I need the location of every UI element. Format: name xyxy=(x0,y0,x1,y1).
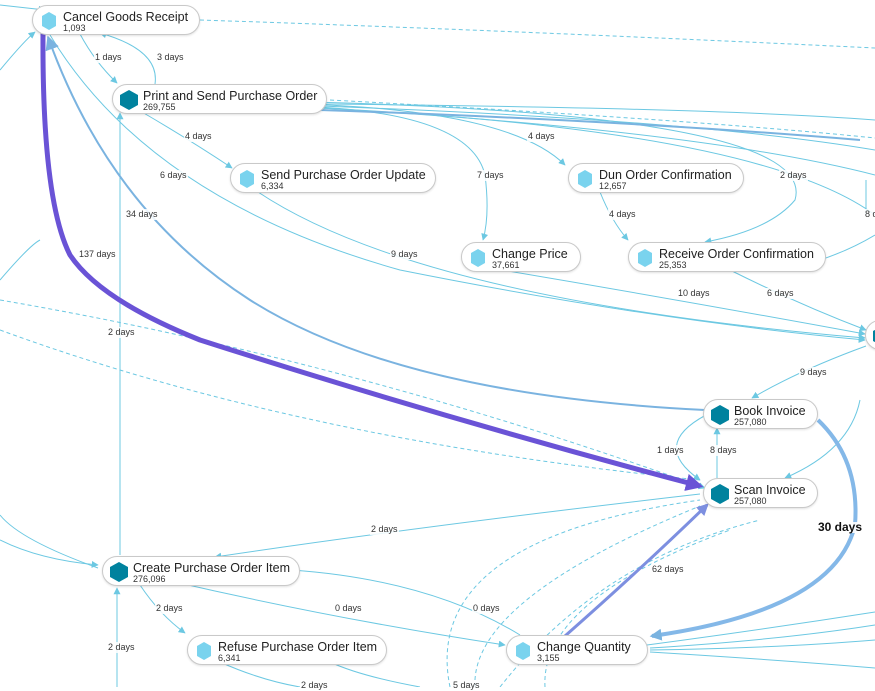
edge-label: 1 days xyxy=(656,445,685,456)
hexagon-light-icon xyxy=(240,170,254,188)
node-count: 6,334 xyxy=(261,181,284,191)
edge-label: 2 days xyxy=(107,642,136,653)
edge-cgr-to-right[interactable] xyxy=(199,19,875,49)
node-count: 1,093 xyxy=(63,23,86,33)
edge-cp-to-inv[interactable] xyxy=(489,267,866,337)
edge-label: 2 days xyxy=(300,680,329,691)
edge-label: 4 days xyxy=(608,209,637,220)
hexagon-dark-icon xyxy=(711,405,729,425)
edge-label-emphasized: 30 days xyxy=(817,520,864,534)
edge-label: 0 days xyxy=(334,603,363,614)
edge-label: 2 days xyxy=(779,170,808,181)
node-count: 6,341 xyxy=(218,653,241,663)
hexagon-light-icon xyxy=(42,12,56,30)
edge-label: 9 days xyxy=(390,249,419,260)
edge-label: 5 days xyxy=(452,680,481,691)
node-dun-order-confirmation[interactable]: Dun Order Confirmation 12,657 xyxy=(568,163,744,193)
node-label: Refuse Purchase Order Item xyxy=(218,640,378,654)
hexagon-dark-icon xyxy=(120,90,138,110)
hexagon-dark-icon xyxy=(711,484,729,504)
node-send-purchase-order-update[interactable]: Send Purchase Order Update 6,334 xyxy=(230,163,436,193)
edge-label: 137 days xyxy=(78,249,117,260)
edge-cq-to-scan-62days[interactable] xyxy=(564,503,709,638)
node-count: 37,661 xyxy=(492,260,520,270)
edge-cgr-6days[interactable] xyxy=(49,34,866,343)
node-label: Dun Order Confirmation xyxy=(599,168,732,182)
node-count: 257,080 xyxy=(734,417,767,427)
edge-label: 0 days xyxy=(472,603,501,614)
edge-pspo-to-roc[interactable] xyxy=(309,101,797,245)
edge-label: 6 days xyxy=(159,170,188,181)
node-book-invoice[interactable]: Book Invoice 257,080 xyxy=(703,399,818,429)
node-label: Print and Send Purchase Order xyxy=(143,89,318,103)
node-label: Change Quantity xyxy=(537,640,631,654)
node-label: Book Invoice xyxy=(734,404,806,418)
hexagon-light-icon xyxy=(516,642,530,660)
edges-medium xyxy=(45,35,861,411)
node-create-purchase-order-item[interactable]: Create Purchase Order Item 276,096 xyxy=(102,556,300,586)
hexagon-light-icon xyxy=(578,170,592,188)
node-label: Send Purchase Order Update xyxy=(261,168,426,182)
node-count: 276,096 xyxy=(133,574,166,584)
edge-book-to-cgr[interactable] xyxy=(45,35,706,411)
edge-label: 10 days xyxy=(677,288,711,299)
node-scan-invoice[interactable]: Scan Invoice 257,080 xyxy=(703,478,818,508)
hexagon-dark-icon xyxy=(110,562,128,582)
node-count: 25,353 xyxy=(659,260,687,270)
edge-label: 4 days xyxy=(527,131,556,142)
edge-scan-to-cpoi[interactable] xyxy=(214,493,701,560)
edge-roc-to-inv[interactable] xyxy=(729,269,867,332)
edge-pspo-to-doc[interactable] xyxy=(299,103,566,166)
edge-label: 2 days xyxy=(155,603,184,614)
node-receive-order-confirmation[interactable]: Receive Order Confirmation 25,353 xyxy=(628,242,826,272)
node-count: 257,080 xyxy=(734,496,767,506)
edge-pspo-to-right-2[interactable] xyxy=(319,107,875,216)
node-count: 269,755 xyxy=(143,102,176,112)
node-print-send-purchase-order[interactable]: Print and Send Purchase Order 269,755 xyxy=(112,84,327,114)
edge-label: 62 days xyxy=(651,564,685,575)
node-count: 12,657 xyxy=(599,181,627,191)
node-change-price[interactable]: Change Price 37,661 xyxy=(461,242,581,272)
edge-pspo-to-cgr[interactable] xyxy=(99,31,156,85)
edge-cpoi-to-cq[interactable] xyxy=(174,581,506,648)
edge-label: 2 days xyxy=(370,524,399,535)
edge-book-to-cq-30days[interactable] xyxy=(649,418,858,641)
hexagon-light-icon xyxy=(197,642,211,660)
node-label: Scan Invoice xyxy=(734,483,806,497)
edge-label: 7 days xyxy=(476,170,505,181)
edge-label: 34 days xyxy=(125,209,159,220)
node-count: 3,155 xyxy=(537,653,560,663)
node-label: Cancel Goods Receipt xyxy=(63,10,189,24)
edge-label: 1 days xyxy=(94,52,123,63)
node-refuse-purchase-order-item[interactable]: Refuse Purchase Order Item 6,341 xyxy=(187,635,387,665)
edge-label: 6 days xyxy=(766,288,795,299)
hexagon-light-icon xyxy=(638,249,652,267)
edge-cq-to-cpoi[interactable] xyxy=(291,566,521,636)
edge-spou-to-inv[interactable] xyxy=(257,191,866,341)
edge-label: 9 days xyxy=(799,367,828,378)
node-change-quantity[interactable]: Change Quantity 3,155 xyxy=(506,635,648,665)
node-label: Change Price xyxy=(492,247,568,261)
edge-label: 4 days xyxy=(184,131,213,142)
edge-label: 3 days xyxy=(156,52,185,63)
node-label: Receive Order Confirmation xyxy=(659,247,814,261)
node-cancel-goods-receipt[interactable]: Cancel Goods Receipt 1,093 xyxy=(32,5,200,35)
edge-label: 8 d xyxy=(864,209,875,220)
edge-cgr-to-scan-137days[interactable] xyxy=(40,32,704,491)
edge-label: 8 days xyxy=(709,445,738,456)
node-label: Create Purchase Order Item xyxy=(133,561,291,575)
edge-label: 2 days xyxy=(107,327,136,338)
hexagon-light-icon xyxy=(471,249,485,267)
